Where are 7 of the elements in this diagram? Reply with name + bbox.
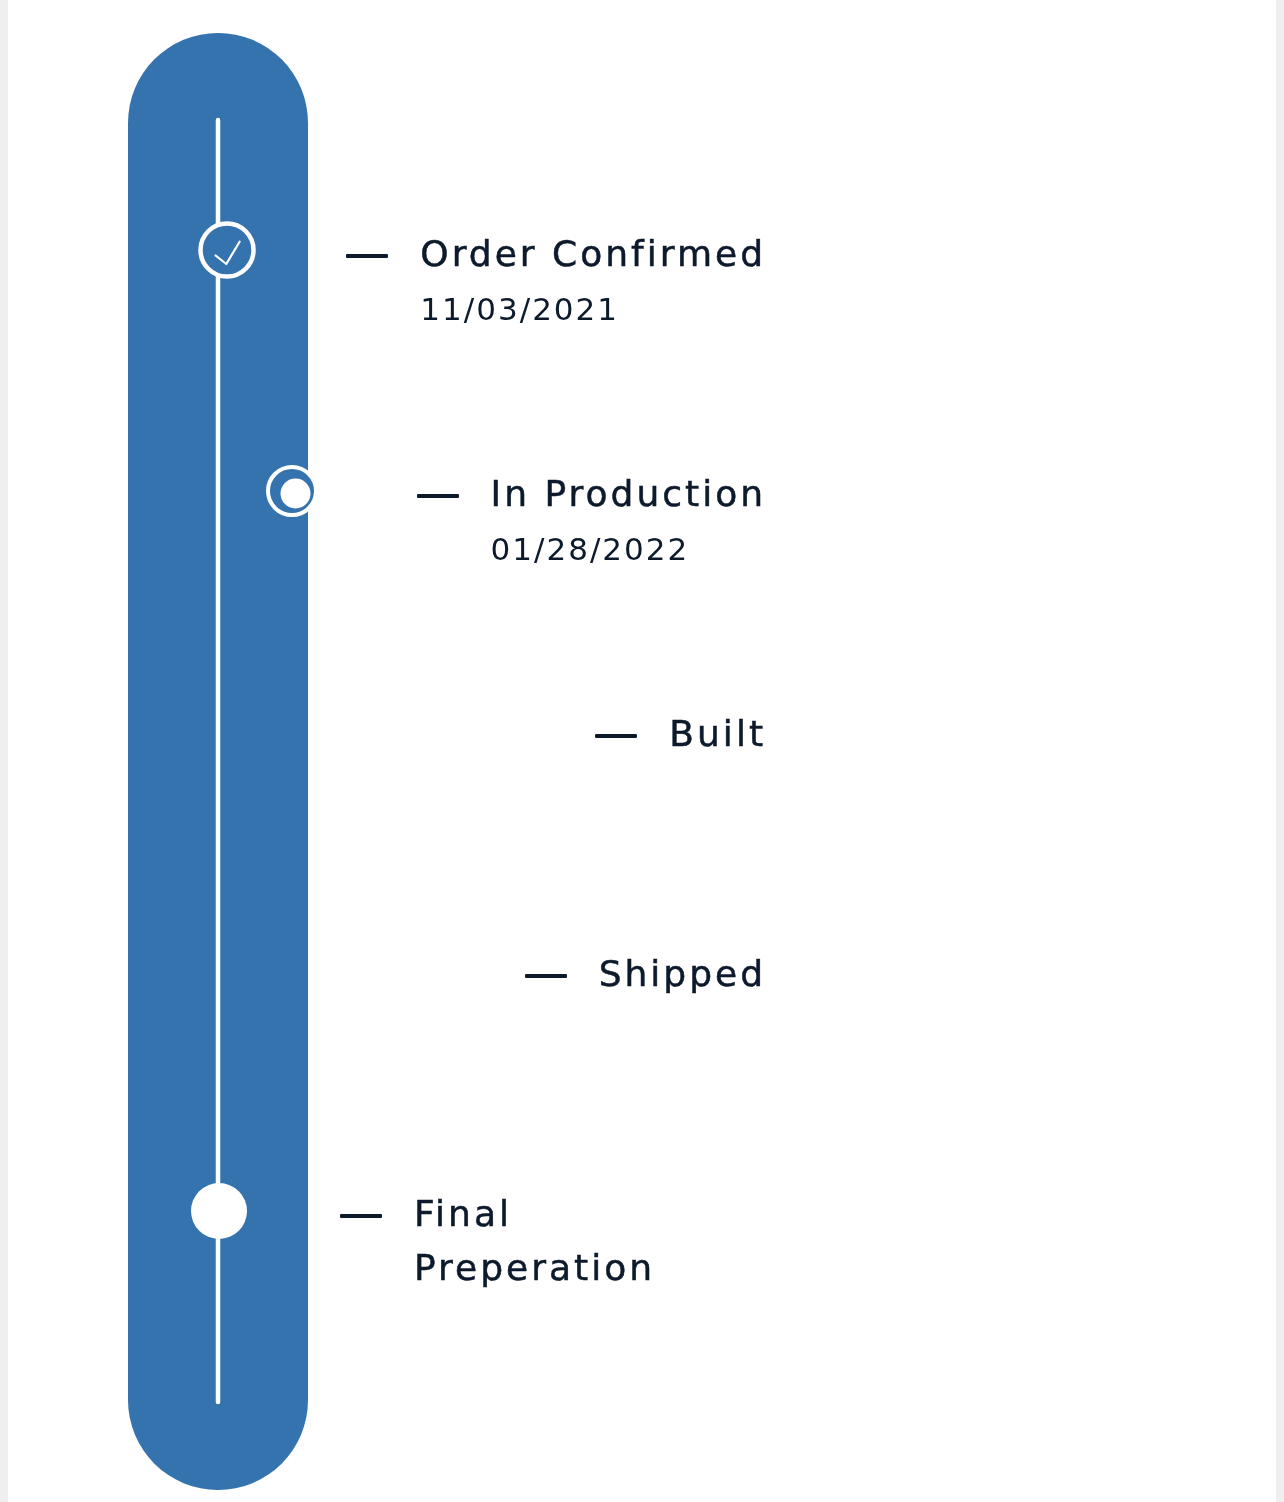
stage-title: In Production [490, 472, 766, 514]
stage-title: Order Confirmed [420, 232, 766, 274]
stage-title: Shipped [598, 952, 766, 994]
stage-title: Final Preperation [414, 1192, 656, 1288]
date-text: 11/03/2021 [420, 289, 620, 329]
stage-title: Built [669, 712, 766, 754]
date-text: 01/28/2022 [490, 529, 690, 569]
